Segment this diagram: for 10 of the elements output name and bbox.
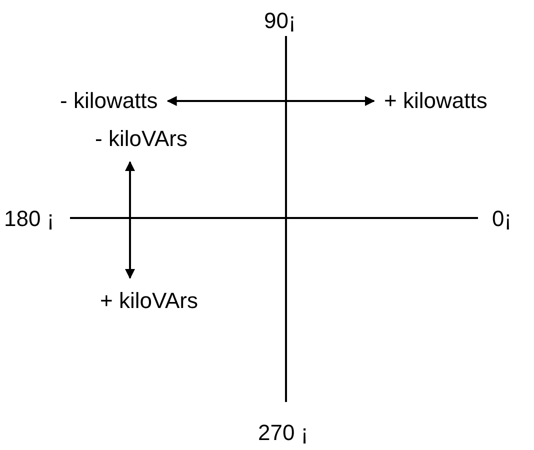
angle-label: 0¡ [492, 206, 512, 232]
axis-direction-label: + kilowatts [384, 88, 488, 114]
axis-direction-label: - kilowatts [60, 88, 158, 114]
angle-label: 270 ¡ [258, 420, 308, 446]
double-arrow [125, 161, 135, 279]
axis-direction-label: + kiloVArs [100, 288, 198, 314]
angle-label: 180 ¡ [4, 206, 54, 232]
double-arrow [166, 96, 375, 106]
angle-label: 90¡ [264, 8, 296, 34]
axis-direction-label: - kiloVArs [95, 126, 188, 152]
